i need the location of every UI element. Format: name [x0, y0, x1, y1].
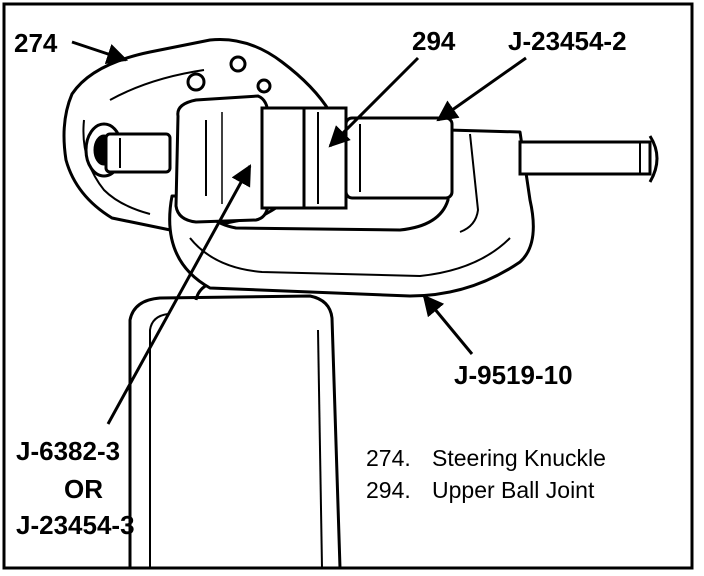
callout-j6382-3: J-6382-3: [16, 436, 120, 466]
c-frame-press: [168, 128, 535, 298]
figure-border: [2, 2, 694, 570]
upper-ball-joint: [302, 106, 348, 210]
legend-number: 294.: [366, 477, 411, 503]
press-handle: [518, 135, 659, 183]
legend: 274. Steering Knuckle 294. Upper Ball Jo…: [366, 445, 606, 503]
callout-j23454-3: J-23454-3: [16, 510, 135, 540]
forcing-screw: [104, 132, 172, 174]
leader-j23454-2: [436, 56, 527, 122]
leader-274: [71, 40, 128, 64]
legend-number: 274.: [366, 445, 411, 471]
leader-294: [328, 56, 420, 148]
callout-or: OR: [64, 474, 103, 504]
leader-j6382-3: [106, 164, 252, 425]
callout-294: 294: [412, 26, 456, 56]
callout-j9519-10: J-9519-10: [454, 360, 573, 390]
callout-leaders: [71, 40, 527, 425]
receiver-cup: [330, 110, 454, 206]
legend-label: Steering Knuckle: [432, 445, 606, 471]
callout-j23454-2: J-23454-2: [508, 26, 627, 56]
adapter-cup: [174, 94, 306, 224]
vise-block: [128, 278, 342, 570]
legend-label: Upper Ball Joint: [432, 477, 595, 503]
callout-274: 274: [14, 28, 58, 58]
leader-j9519-10: [422, 294, 474, 355]
